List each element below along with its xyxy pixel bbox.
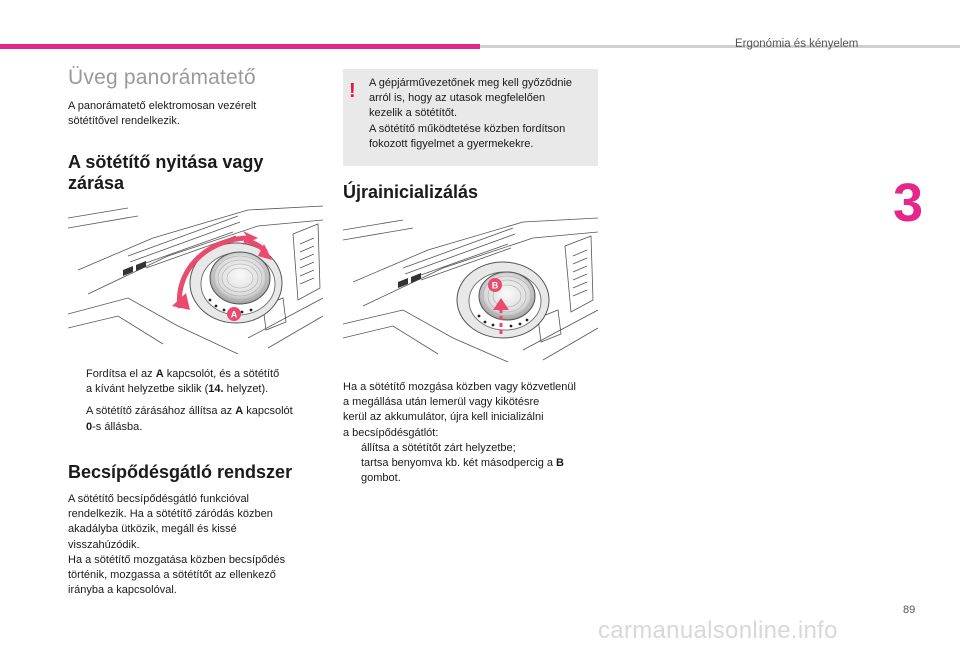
roof-control-illustration-b: B bbox=[343, 212, 598, 362]
header-rule bbox=[480, 45, 960, 48]
header-accent-bar bbox=[0, 44, 480, 49]
chapter-number: 3 bbox=[893, 173, 924, 233]
reinit-text: Ha a sötétítő mozgása közben vagy közvet… bbox=[343, 380, 605, 486]
list-item: állítsa a sötétítőt zárt helyzetbe; bbox=[343, 441, 605, 456]
list-item: Fordítsa el az A kapcsolót, és a sötétít… bbox=[68, 367, 328, 397]
bullet-icon bbox=[68, 404, 86, 434]
warning-icon: ! bbox=[349, 80, 356, 102]
bullet-icon bbox=[343, 456, 361, 486]
bullet-icon bbox=[343, 441, 361, 456]
opening-instructions: Fordítsa el az A kapcsolót, és a sötétít… bbox=[68, 367, 328, 435]
callout-a: A bbox=[231, 310, 238, 320]
warning-box bbox=[343, 69, 598, 166]
reinit-heading: Újrainicializálás bbox=[343, 182, 479, 202]
page-title: Üveg panorámatető bbox=[68, 66, 256, 89]
bullet-icon bbox=[68, 367, 86, 397]
page-number: 89 bbox=[903, 604, 916, 616]
list-item: A sötétítő zárásához állítsa az A kapcso… bbox=[68, 404, 328, 434]
antipinch-heading: Becsípődésgátló rendszer bbox=[68, 462, 293, 482]
watermark: carmanualsonline.info bbox=[598, 617, 838, 644]
list-item: tartsa benyomva kb. két másodpercig a B … bbox=[343, 456, 605, 486]
section-title: Ergonómia és kényelem bbox=[735, 38, 859, 50]
roof-control-illustration-a: A bbox=[68, 198, 323, 354]
callout-b: B bbox=[492, 281, 499, 291]
